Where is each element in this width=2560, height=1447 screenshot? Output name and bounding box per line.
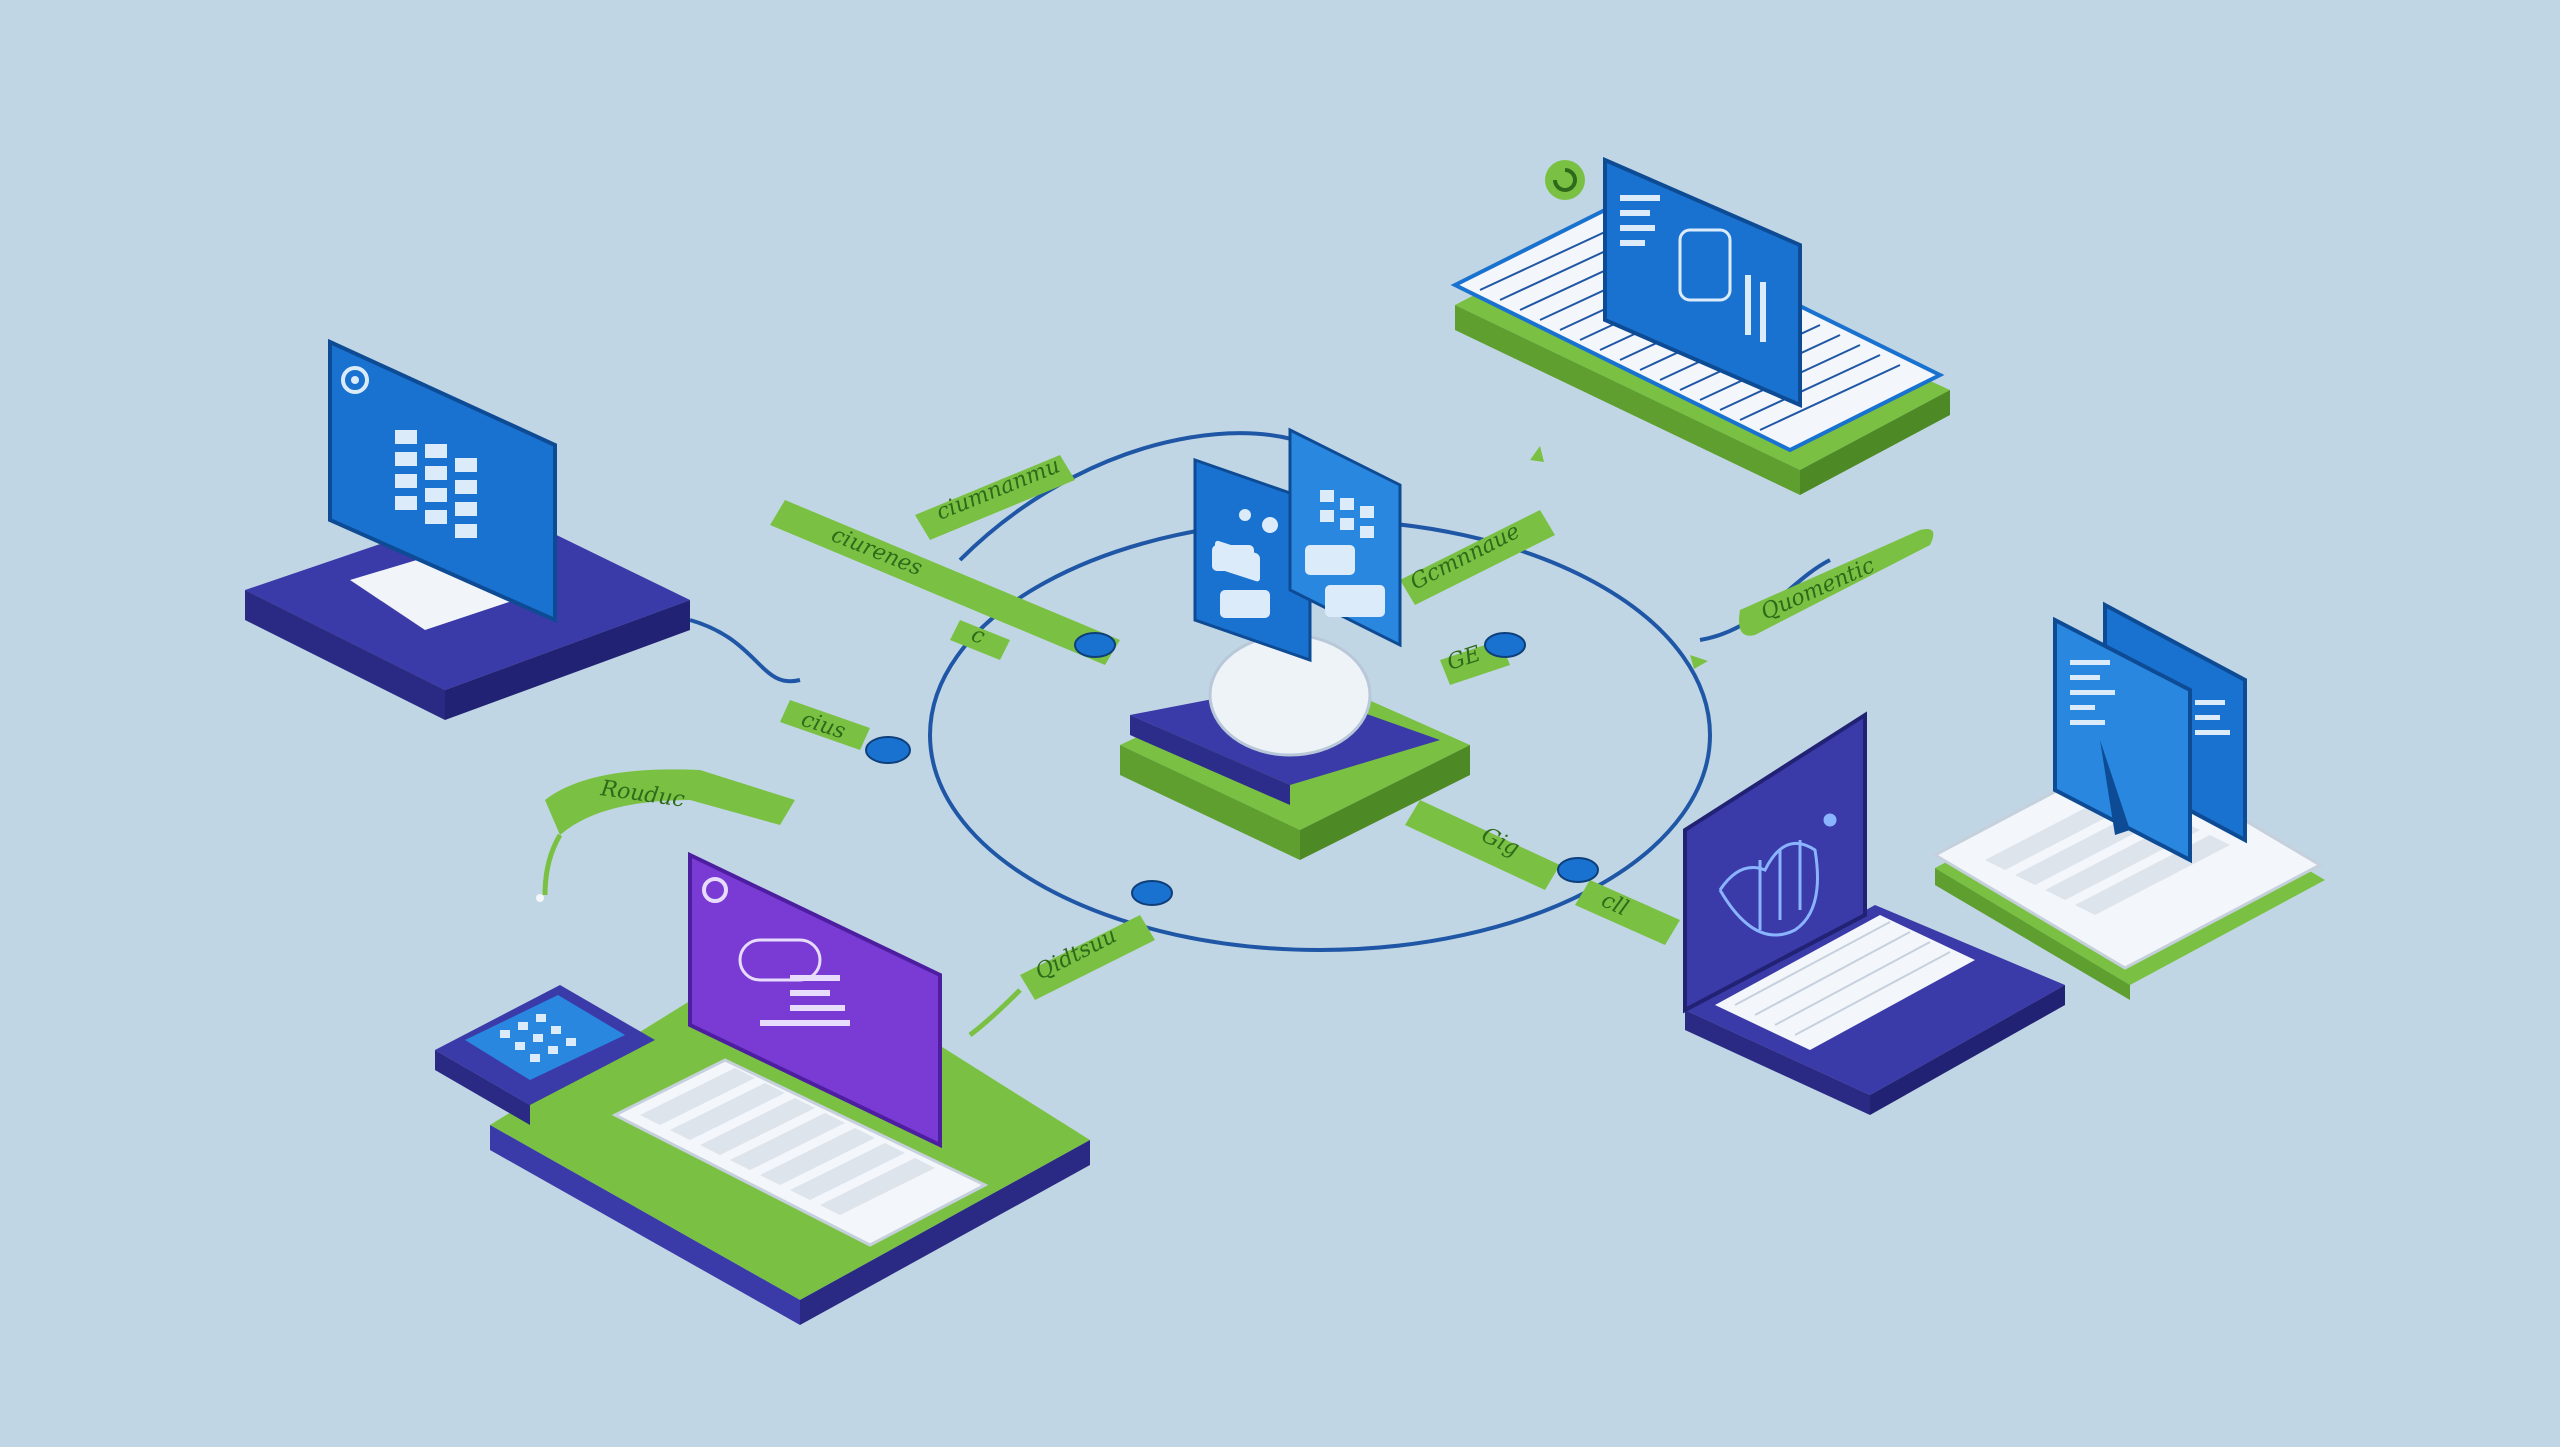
ribbon-left-small[interactable]: cius bbox=[780, 700, 870, 750]
brain-circuit-icon bbox=[1718, 813, 1837, 937]
connector-node bbox=[1131, 880, 1173, 906]
spreadsheet-icon bbox=[1305, 490, 1385, 617]
ribbon-far-left[interactable]: Rouduc bbox=[542, 769, 795, 896]
ribbon-left-tiny[interactable]: c bbox=[950, 620, 1010, 660]
document-icon bbox=[2070, 660, 2230, 735]
keyboard-keys bbox=[640, 1068, 935, 1215]
flatbed-display[interactable] bbox=[1450, 156, 1950, 495]
keyboard-keys bbox=[1734, 921, 1951, 1036]
connector-node bbox=[1074, 632, 1116, 658]
hub-screen-left[interactable] bbox=[1193, 457, 1312, 663]
connector-node bbox=[1557, 857, 1599, 883]
laptop[interactable] bbox=[1683, 711, 2065, 1115]
phone-device[interactable] bbox=[435, 985, 655, 1125]
ribbon-right-mid[interactable]: Quomentic bbox=[1739, 529, 1934, 636]
desktop-monitor[interactable] bbox=[245, 338, 690, 720]
spreadsheet-icon bbox=[395, 430, 477, 538]
document-icon bbox=[1620, 195, 1766, 342]
chat-icon bbox=[1212, 509, 1278, 618]
refresh-icon bbox=[1545, 160, 1585, 200]
hub-screen-right[interactable] bbox=[1288, 427, 1402, 648]
gear-icon bbox=[341, 366, 369, 394]
wire-to-left-monitor bbox=[689, 618, 801, 684]
ribbon-lower-right[interactable]: Gig bbox=[1405, 800, 1560, 890]
dual-screen-workstation[interactable] bbox=[1931, 601, 2325, 1000]
ribbon-right-mid-label: Quomentic bbox=[1757, 553, 1878, 625]
tablet-with-keyboard[interactable] bbox=[435, 851, 1090, 1325]
ribbon-small-right[interactable]: cll bbox=[1575, 880, 1680, 945]
ribbon-lower-center[interactable]: Qidtsuu bbox=[968, 915, 1155, 1037]
connector-nodes bbox=[865, 632, 1599, 906]
keypad-icon bbox=[500, 1014, 576, 1062]
ribbon-center-right[interactable]: Gcmnnaue bbox=[1400, 510, 1555, 605]
sparkle-decorations bbox=[536, 446, 1708, 902]
code-icon bbox=[738, 938, 850, 1026]
central-server-hub[interactable] bbox=[1120, 427, 1470, 860]
ribbon-left-small-label: cius bbox=[798, 707, 848, 745]
connector-node bbox=[1484, 632, 1526, 658]
connector-node bbox=[865, 736, 911, 764]
gear-icon bbox=[702, 877, 728, 903]
